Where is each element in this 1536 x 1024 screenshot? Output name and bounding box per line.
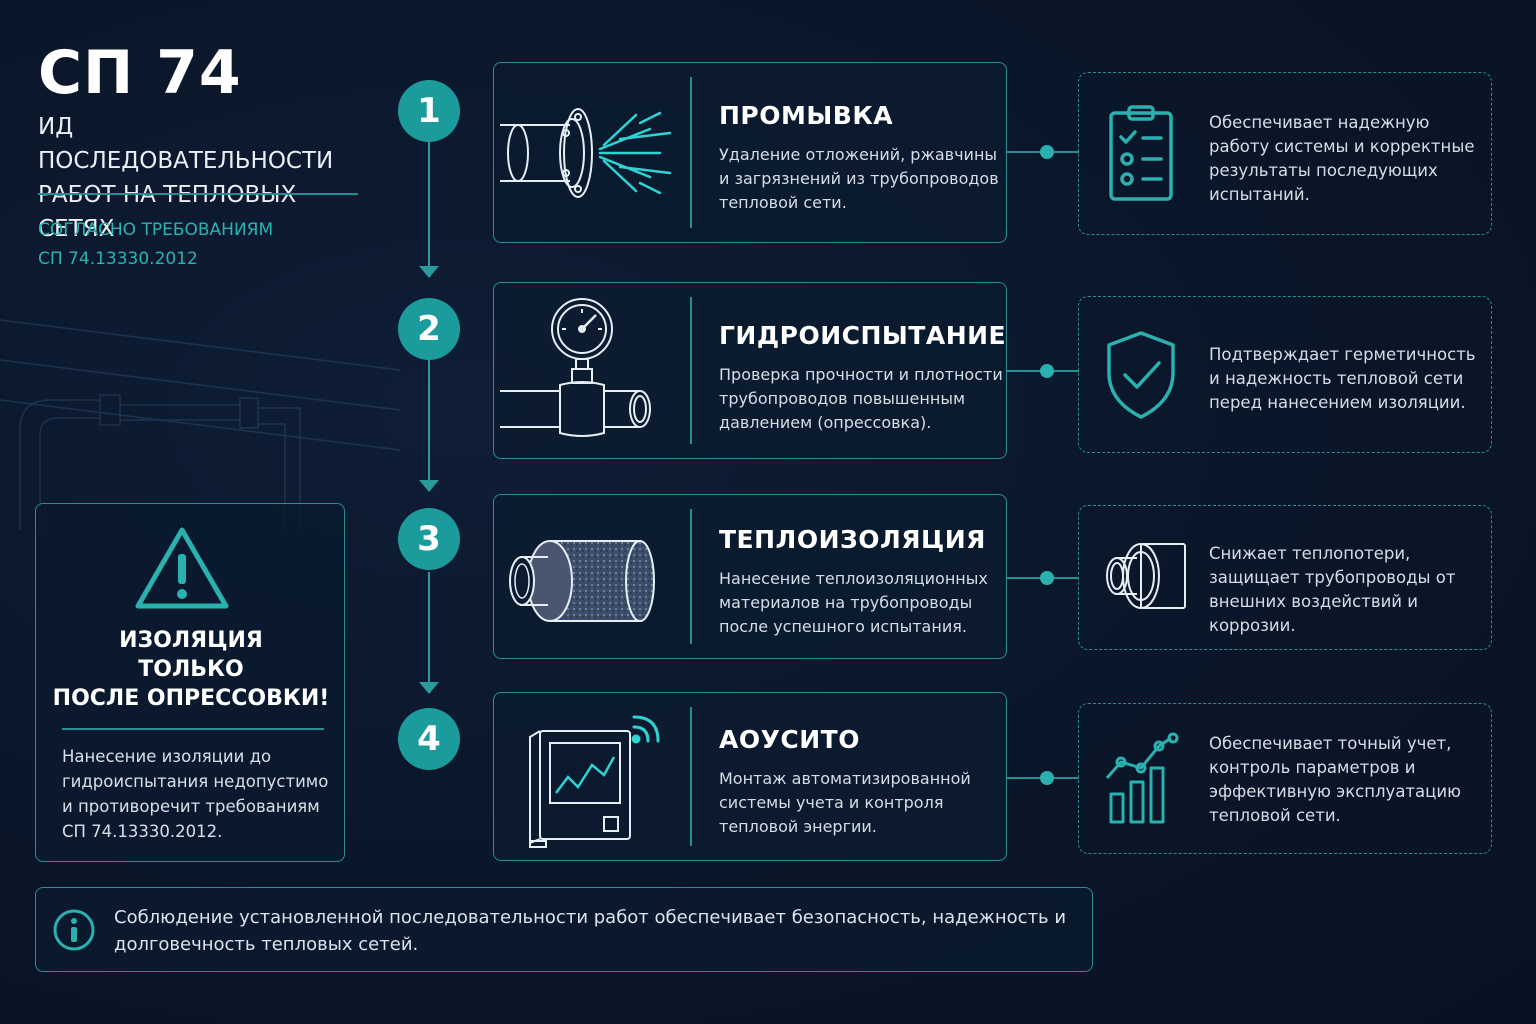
step-2-number: 2 bbox=[398, 298, 460, 360]
step-1-benefit-card: Обеспечивает надежную работу системы и к… bbox=[1078, 72, 1492, 235]
step-3-divider bbox=[690, 509, 692, 644]
step-2-description: Проверка прочности и плотности трубопров… bbox=[719, 365, 1003, 432]
insulated-pipe-illustration bbox=[509, 540, 655, 622]
warning-triangle-icon bbox=[135, 527, 229, 609]
requirement-line-1: СОГЛАСНО ТРЕБОВАНИЯМ bbox=[38, 220, 274, 240]
warning-title: ИЗОЛЯЦИЯ ТОЛЬКО ПОСЛЕ ОПРЕССОВКИ! bbox=[36, 626, 346, 713]
flow-arrow-1 bbox=[419, 266, 439, 278]
step-2-card: ГИДРОИСПЫТАНИЕ Проверка прочности и плот… bbox=[493, 282, 1007, 459]
checklist-icon bbox=[1109, 105, 1173, 201]
warning-text: Нанесение изоляции до гидроиспытания нед… bbox=[62, 747, 329, 841]
step-4-number: 4 bbox=[398, 708, 460, 770]
flow-line-2 bbox=[428, 360, 430, 480]
step-4-benefit-card: Обеспечивает точный учет, контроль парам… bbox=[1078, 703, 1492, 854]
pressure-gauge-pipe-illustration bbox=[500, 298, 651, 437]
step-2-benefit-card: Подтверждает герметичность и надежность … bbox=[1078, 296, 1492, 453]
growth-chart-icon bbox=[1105, 732, 1179, 824]
step-3-title: ТЕПЛОИЗОЛЯЦИЯ bbox=[719, 525, 986, 554]
shield-check-icon bbox=[1107, 331, 1175, 419]
footer-note: Соблюдение установленной последовательно… bbox=[35, 887, 1093, 972]
step-1-card: ПРОМЫВКА Удаление отложений, ржавчины и … bbox=[493, 62, 1007, 243]
flow-arrow-3 bbox=[419, 682, 439, 694]
step-4-description: Монтаж автоматизированной системы учета … bbox=[719, 769, 971, 836]
warning-title-line-2: ТОЛЬКО bbox=[138, 657, 244, 682]
step-4-connector-dot bbox=[1040, 771, 1054, 785]
requirement-note: СОГЛАСНО ТРЕБОВАНИЯМ СП 74.13330.2012 bbox=[38, 216, 338, 274]
page-subtitle: ИД последовательности работ на тепловых … bbox=[38, 114, 334, 242]
step-3-connector-dot bbox=[1040, 571, 1054, 585]
step-3-description: Нанесение теплоизоляционных материалов н… bbox=[719, 569, 988, 636]
metering-device-illustration bbox=[529, 715, 660, 848]
flow-line-3 bbox=[428, 572, 430, 682]
step-3-benefit-text: Снижает теплопотери, защищает трубопрово… bbox=[1209, 544, 1456, 635]
insulated-pipe-icon bbox=[1106, 543, 1186, 609]
step-2-title: ГИДРОИСПЫТАНИЕ bbox=[719, 321, 1007, 350]
step-3-number: 3 bbox=[398, 508, 460, 570]
requirement-line-2: СП 74.13330.2012 bbox=[38, 249, 198, 269]
step-4-card: АОУСИТО Монтаж автоматизированной систем… bbox=[493, 692, 1007, 861]
step-2-benefit-text: Подтверждает герметичность и надежность … bbox=[1209, 345, 1476, 412]
step-2-divider bbox=[690, 297, 692, 444]
step-3-benefit-card: Снижает теплопотери, защищает трубопрово… bbox=[1078, 505, 1492, 650]
step-4-title: АОУСИТО bbox=[719, 725, 860, 754]
warning-divider bbox=[62, 728, 324, 730]
flow-arrow-2 bbox=[419, 480, 439, 492]
flow-line-1 bbox=[428, 142, 430, 266]
footer-text: Соблюдение установленной последовательно… bbox=[114, 907, 1067, 955]
step-1-benefit-text: Обеспечивает надежную работу системы и к… bbox=[1209, 113, 1475, 204]
info-icon bbox=[53, 909, 95, 951]
step-3-card: ТЕПЛОИЗОЛЯЦИЯ Нанесение теплоизоляционны… bbox=[493, 494, 1007, 659]
step-4-benefit-text: Обеспечивает точный учет, контроль парам… bbox=[1209, 734, 1462, 825]
step-1-title: ПРОМЫВКА bbox=[719, 101, 894, 130]
warning-card: ИЗОЛЯЦИЯ ТОЛЬКО ПОСЛЕ ОПРЕССОВКИ! Нанесе… bbox=[35, 503, 345, 862]
background-pipes-illustration bbox=[0, 319, 400, 530]
step-2-connector-dot bbox=[1040, 364, 1054, 378]
title-divider bbox=[38, 193, 358, 195]
warning-title-line-1: ИЗОЛЯЦИЯ bbox=[119, 628, 263, 653]
step-4-divider bbox=[690, 707, 692, 846]
step-1-description: Удаление отложений, ржавчины и загрязнен… bbox=[719, 145, 999, 212]
page-title: СП 74 bbox=[38, 38, 242, 108]
warning-title-line-3: ПОСЛЕ ОПРЕССОВКИ! bbox=[52, 686, 330, 711]
step-1-connector-dot bbox=[1040, 145, 1054, 159]
step-1-number: 1 bbox=[398, 80, 460, 142]
pipe-flushing-illustration bbox=[500, 108, 672, 198]
step-1-divider bbox=[690, 77, 692, 228]
